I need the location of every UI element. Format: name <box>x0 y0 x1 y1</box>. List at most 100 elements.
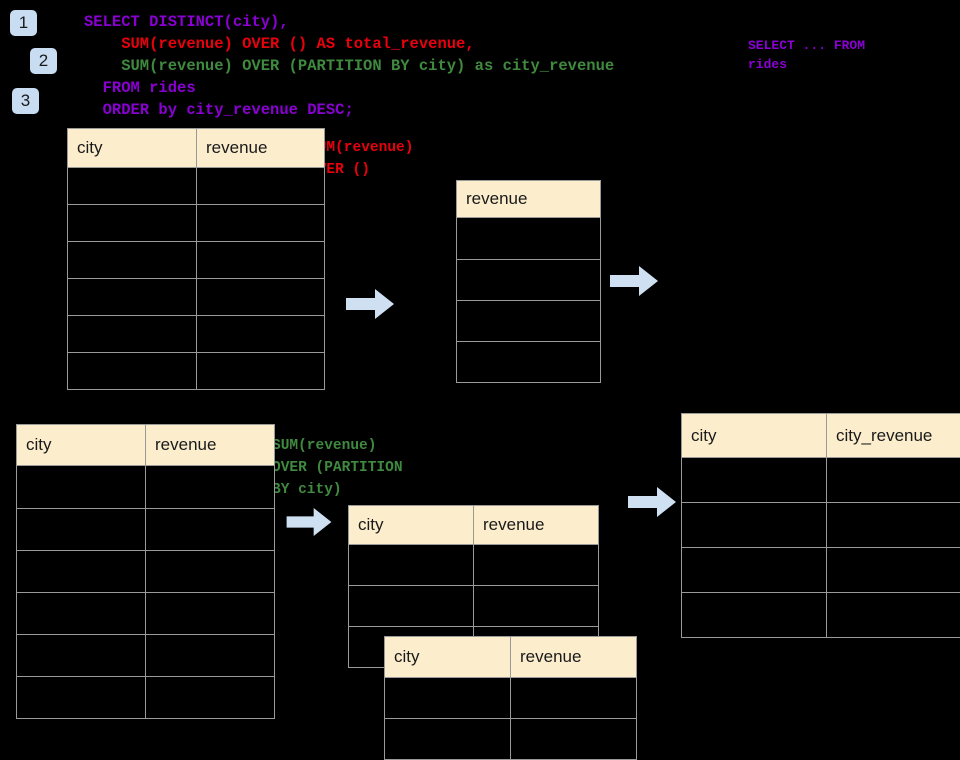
column-header-city: city <box>68 129 197 168</box>
cell-revenue <box>197 316 325 353</box>
table-row <box>385 719 637 760</box>
sql-line-select: SELECT DISTINCT(city), <box>84 12 289 33</box>
cell-city <box>682 458 827 503</box>
table-row <box>17 509 275 551</box>
step-badge-1: 1 <box>10 10 37 36</box>
cell-revenue <box>457 218 601 260</box>
cell-city <box>682 548 827 593</box>
table-row <box>17 551 275 593</box>
cell-city-revenue <box>827 593 960 638</box>
cell-city-revenue <box>827 503 960 548</box>
cell-city <box>682 503 827 548</box>
cell-revenue <box>197 279 325 316</box>
table-row <box>68 279 325 316</box>
sql-line-city-revenue: SUM(revenue) OVER (PARTITION BY city) as… <box>84 56 614 77</box>
table-row <box>385 678 637 719</box>
table-header-row: city revenue <box>68 129 325 168</box>
step-badge-3: 3 <box>12 88 39 114</box>
table-row <box>349 545 599 586</box>
table-row <box>68 353 325 390</box>
column-header-city-revenue: city_revenue <box>827 414 960 458</box>
table-row <box>68 168 325 205</box>
cell-revenue <box>197 242 325 279</box>
cell-city <box>17 509 146 551</box>
cell-city <box>17 466 146 509</box>
arrow-top-left-icon <box>346 289 394 319</box>
table-header-row: revenue <box>457 181 601 218</box>
table-row <box>457 218 601 260</box>
table-header-row: city city_revenue <box>682 414 960 458</box>
cell-city <box>68 316 197 353</box>
cell-revenue <box>146 593 275 635</box>
column-header-revenue: revenue <box>474 506 599 545</box>
column-header-city: city <box>349 506 474 545</box>
cell-revenue <box>197 205 325 242</box>
column-header-revenue: revenue <box>146 425 275 466</box>
column-header-revenue: revenue <box>197 129 325 168</box>
cell-city <box>349 545 474 586</box>
cell-revenue <box>146 677 275 719</box>
table-row <box>17 466 275 509</box>
table-rides-source-top: city revenue <box>67 128 325 390</box>
table-partition-group-b: city revenue <box>384 636 637 760</box>
cell-city <box>68 242 197 279</box>
sql-line-from: FROM rides <box>84 78 196 99</box>
cell-revenue <box>511 678 637 719</box>
cell-revenue <box>457 301 601 342</box>
cell-revenue <box>474 545 599 586</box>
cell-revenue <box>146 466 275 509</box>
annotation-city-revenue: SUM(revenue) OVER (PARTITION BY city) <box>272 435 403 501</box>
cell-revenue <box>197 168 325 205</box>
cell-city <box>68 205 197 242</box>
table-row <box>682 503 960 548</box>
table-row <box>457 301 601 342</box>
cell-city <box>68 279 197 316</box>
table-row <box>349 586 599 627</box>
sql-line-total-revenue: SUM(revenue) OVER () AS total_revenue, <box>84 34 475 55</box>
table-header-row: city revenue <box>385 637 637 678</box>
column-header-revenue: revenue <box>511 637 637 678</box>
cell-revenue <box>457 342 601 383</box>
table-header-row: city revenue <box>17 425 275 466</box>
cell-city <box>385 678 511 719</box>
cell-revenue <box>474 586 599 627</box>
cell-city <box>68 353 197 390</box>
cell-revenue <box>146 509 275 551</box>
cell-city-revenue <box>827 548 960 593</box>
cell-revenue <box>146 635 275 677</box>
cell-city <box>682 593 827 638</box>
column-header-revenue: revenue <box>457 181 601 218</box>
table-row <box>17 635 275 677</box>
table-row <box>682 458 960 503</box>
table-row <box>457 260 601 301</box>
table-row <box>68 242 325 279</box>
cell-city <box>17 593 146 635</box>
table-header-row: city revenue <box>349 506 599 545</box>
table-row <box>682 593 960 638</box>
cell-revenue <box>457 260 601 301</box>
table-row <box>68 316 325 353</box>
step-badge-2: 2 <box>30 48 57 74</box>
cell-revenue <box>197 353 325 390</box>
sql-side-note: SELECT ... FROM rides <box>748 36 865 74</box>
cell-city <box>385 719 511 760</box>
cell-revenue <box>146 551 275 593</box>
cell-city-revenue <box>827 458 960 503</box>
arrow-top-right-icon <box>610 266 658 296</box>
column-header-city: city <box>17 425 146 466</box>
table-row <box>457 342 601 383</box>
diagram-canvas: 1 2 3 SELECT DISTINCT(city), SUM(revenue… <box>0 0 960 720</box>
cell-city <box>17 677 146 719</box>
arrow-bottom-left-icon <box>285 508 333 536</box>
cell-revenue <box>511 719 637 760</box>
cell-city <box>349 586 474 627</box>
table-row <box>17 677 275 719</box>
table-city-revenue-result: city city_revenue <box>681 413 960 638</box>
table-rides-source-bottom: city revenue <box>16 424 275 719</box>
column-header-city: city <box>682 414 827 458</box>
sql-line-order-by: ORDER by city_revenue DESC; <box>84 100 354 121</box>
table-total-revenue: revenue <box>456 180 601 383</box>
table-row <box>682 548 960 593</box>
column-header-city: city <box>385 637 511 678</box>
cell-city <box>17 635 146 677</box>
